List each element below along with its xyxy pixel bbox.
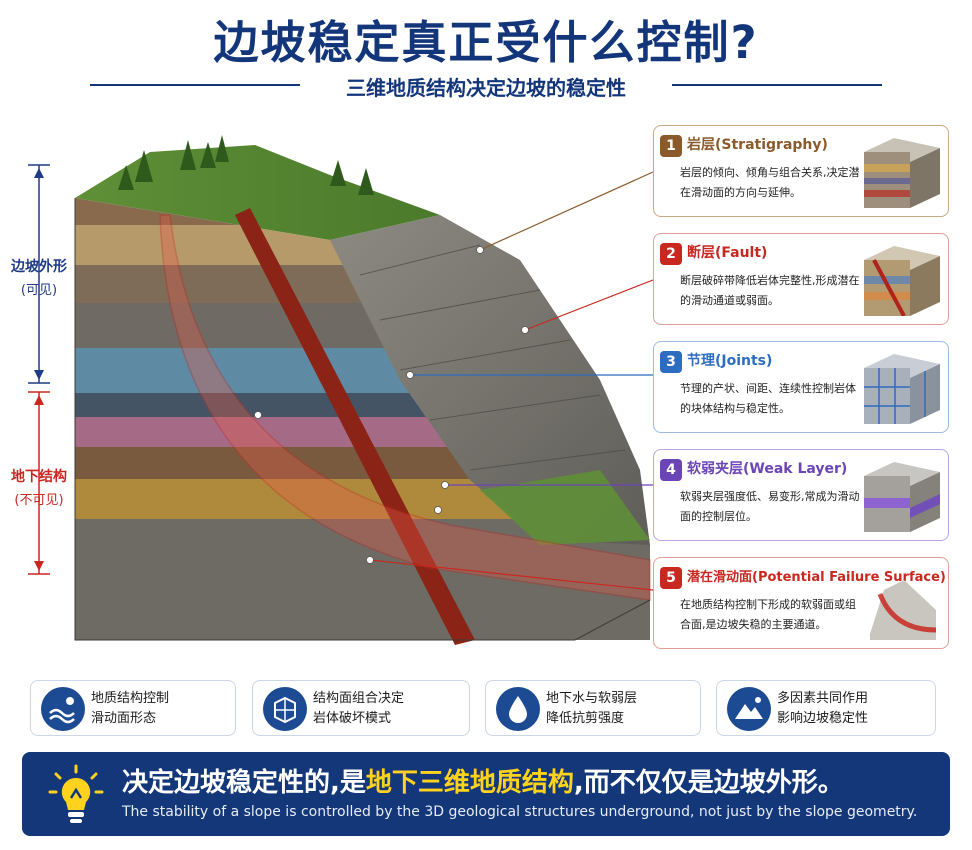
failure-surface-icon: [870, 580, 937, 640]
card-failure-surface: 5 潜在滑动面(Potential Failure Surface) 在地质结构…: [653, 557, 949, 649]
feature-line2: 滑动面形态: [91, 711, 157, 726]
mountain-icon: [727, 687, 771, 731]
visible-slope-label: 边坡外形 (可见): [0, 255, 78, 303]
page-subtitle: 三维地质结构决定边坡的稳定性: [346, 76, 626, 100]
card-number: 1: [660, 135, 682, 157]
banner-main-text: 决定边坡稳定性的,是地下三维地质结构,而不仅仅是边坡外形。: [122, 762, 844, 799]
joints-block-icon: [864, 354, 940, 424]
card-title: 潜在滑动面(Potential Failure Surface): [687, 570, 946, 585]
card-number: 5: [660, 567, 682, 589]
subtitle-row: 三维地质结构决定边坡的稳定性: [0, 72, 972, 100]
water-drop-icon: [496, 687, 540, 731]
card-number: 4: [660, 459, 682, 481]
feature-line1: 多因素共同作用: [777, 691, 869, 706]
banner-highlight: 地下三维地质结构: [365, 768, 574, 798]
feature-line1: 地质结构控制: [91, 691, 170, 706]
fault-zone: [235, 208, 475, 645]
conclusion-banner: 决定边坡稳定性的,是地下三维地质结构,而不仅仅是边坡外形。 The stabil…: [22, 752, 950, 836]
card-description: 软弱夹层强度低、易变形,常成为滑动面的控制层位。: [680, 490, 860, 523]
card-number: 2: [660, 243, 682, 265]
feature-text: 结构面组合决定 岩体破坏模式: [313, 689, 404, 729]
banner-suffix: ,而不仅仅是边坡外形。: [573, 768, 844, 798]
page-title: 边坡稳定真正受什么控制?: [213, 16, 759, 69]
feature-structure-control: 地质结构控制 滑动面形态: [30, 680, 236, 736]
banner-prefix: 决定边坡稳定性的,是: [122, 768, 366, 798]
feature-line2: 降低抗剪强度: [546, 711, 625, 726]
subtitle-divider-right: [672, 84, 882, 86]
banner-english-text: The stability of a slope is controlled b…: [122, 804, 918, 820]
feature-line2: 岩体破坏模式: [313, 711, 392, 726]
visible-label-text: 边坡外形: [11, 259, 67, 275]
feature-line2: 影响边坡稳定性: [777, 711, 869, 726]
underground-label-note: (不可见): [14, 493, 64, 508]
cube-grid-icon: [263, 687, 307, 731]
card-title: 节理(Joints): [687, 353, 773, 369]
feature-discontinuity-combination: 结构面组合决定 岩体破坏模式: [252, 680, 470, 736]
slope-rock-face: [330, 215, 650, 545]
card-description: 断层破碎带降低岩体完整性,形成潜在的滑动通道或弱面。: [680, 274, 860, 307]
card-number: 3: [660, 351, 682, 373]
lightbulb-icon: [48, 764, 104, 823]
card-title: 断层(Fault): [687, 245, 768, 261]
weak-layer-block-icon: [864, 462, 940, 532]
card-weak-layer: 4 软弱夹层(Weak Layer) 软弱夹层强度低、易变形,常成为滑动面的控制…: [653, 449, 949, 541]
card-description: 岩层的倾向、倾角与组合关系,决定潜在滑动面的方向与延伸。: [680, 166, 860, 199]
card-description: 节理的产状、间距、连续性控制岩体的块体结构与稳定性。: [680, 382, 856, 415]
visible-range-arrow: [28, 164, 50, 384]
card-title: 岩层(Stratigraphy): [687, 137, 828, 153]
card-fault: 2 断层(Fault) 断层破碎带降低岩体完整性,形成潜在的滑动通道或弱面。: [653, 233, 949, 325]
strata-block-icon: [864, 138, 940, 208]
feature-text: 地质结构控制 滑动面形态: [91, 689, 169, 729]
fault-block-icon: [864, 246, 940, 316]
underground-label: 地下结构 (不可见): [0, 465, 78, 513]
failure-surface: [159, 214, 651, 601]
feature-line1: 地下水与软弱层: [546, 691, 638, 706]
leader-lines: [369, 171, 654, 591]
visible-label-note: (可见): [20, 283, 58, 298]
feature-text: 多因素共同作用 影响边坡稳定性: [777, 689, 868, 729]
wave-icon: [41, 687, 85, 731]
card-stratigraphy: 1 岩层(Stratigraphy) 岩层的倾向、倾角与组合关系,决定潜在滑动面…: [653, 125, 949, 217]
feature-groundwater: 地下水与软弱层 降低抗剪强度: [485, 680, 701, 736]
feature-multi-factor: 多因素共同作用 影响边坡稳定性: [716, 680, 936, 736]
underground-label-text: 地下结构: [11, 469, 67, 485]
card-joints: 3 节理(Joints) 节理的产状、间距、连续性控制岩体的块体结构与稳定性。: [653, 341, 949, 433]
trees-icon: [118, 135, 374, 195]
grass-top-surface: [75, 145, 440, 240]
feature-line1: 结构面组合决定: [313, 691, 405, 706]
hidden-range-arrow: [28, 391, 50, 575]
feature-text: 地下水与软弱层 降低抗剪强度: [546, 689, 637, 729]
card-description: 在地质结构控制下形成的软弱面或组合面,是边坡失稳的主要通道。: [680, 598, 856, 631]
subtitle-divider-left: [90, 84, 300, 86]
card-title: 软弱夹层(Weak Layer): [687, 461, 848, 477]
